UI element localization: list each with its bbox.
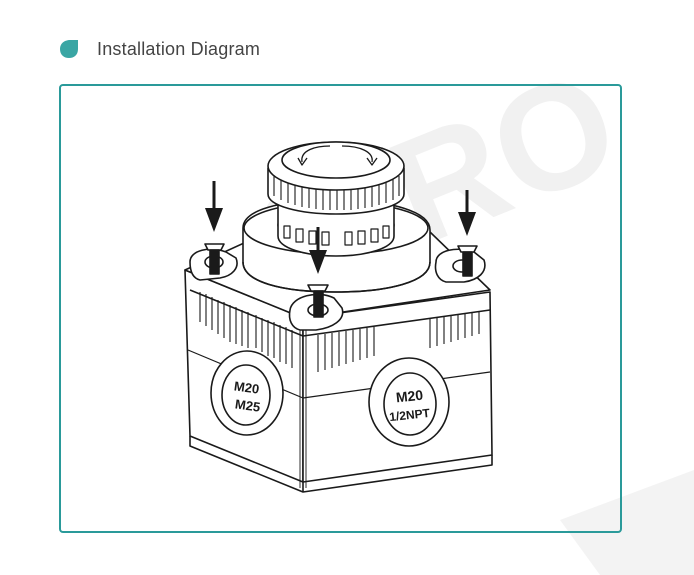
right-face-ribs — [317, 311, 480, 372]
screw-right — [457, 245, 478, 277]
left-face-ribs — [199, 292, 293, 368]
mushroom-head — [267, 141, 405, 215]
screw-left — [204, 243, 225, 275]
right-gland-label-2: 1/2NPT — [389, 406, 432, 424]
leaf-bullet-icon — [60, 40, 78, 58]
section-header: Installation Diagram — [58, 36, 260, 62]
screw-center — [307, 284, 329, 318]
left-gland-label-1: M20 — [233, 378, 260, 396]
arrow-down-icon — [309, 227, 327, 274]
arrow-down-icon — [205, 181, 223, 232]
arrow-down-icon — [458, 190, 476, 236]
screw-pad-right — [434, 248, 486, 283]
right-gland-label-1: M20 — [395, 387, 424, 406]
section-title: Installation Diagram — [97, 38, 261, 59]
cable-gland-left — [210, 350, 284, 436]
cable-gland-right — [368, 357, 450, 447]
left-gland-label-2: M25 — [234, 396, 261, 414]
button-body — [277, 199, 395, 257]
diagram-frame — [59, 84, 622, 533]
